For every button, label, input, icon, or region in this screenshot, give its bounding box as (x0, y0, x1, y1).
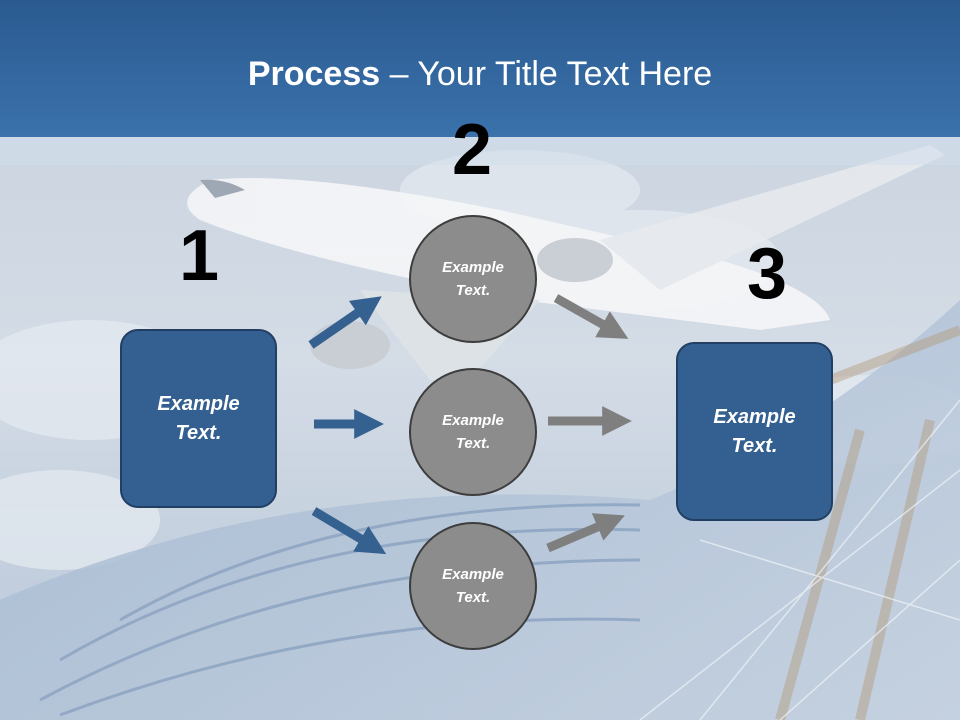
step-2-circle-middle: Example Text. (409, 368, 537, 496)
step-3-box: Example Text. (676, 342, 833, 521)
step-number-1: 1 (178, 216, 220, 296)
step-2-text-bottom: Example Text. (442, 566, 504, 606)
arrow-2-to-3-top (553, 294, 629, 339)
title-bar-fade (0, 137, 960, 165)
step-3-text: Example Text. (713, 405, 796, 457)
step-2-text-middle: Example Text. (442, 412, 504, 452)
building-shape (0, 300, 960, 720)
step-2-circle-bottom: Example Text. (409, 522, 537, 650)
title-bold: Process (247, 55, 381, 93)
title-bar (0, 0, 960, 137)
step-2-circle-top: Example Text. (409, 215, 537, 343)
step-1-text: Example Text. (157, 392, 240, 444)
arrow-2-to-3-bottom (546, 513, 625, 553)
step-number-2: 2 (451, 110, 493, 190)
arrow-1-to-2-top (308, 296, 382, 349)
step-2-text-top: Example Text. (442, 259, 504, 299)
step-1-box: Example Text. (120, 329, 277, 508)
slide-title: Process – Your Title Text Here (0, 52, 960, 96)
step-number-3: 3 (746, 234, 788, 314)
title-rest: – Your Title Text Here (380, 55, 713, 93)
arrow-1-to-2-bottom (311, 507, 387, 555)
